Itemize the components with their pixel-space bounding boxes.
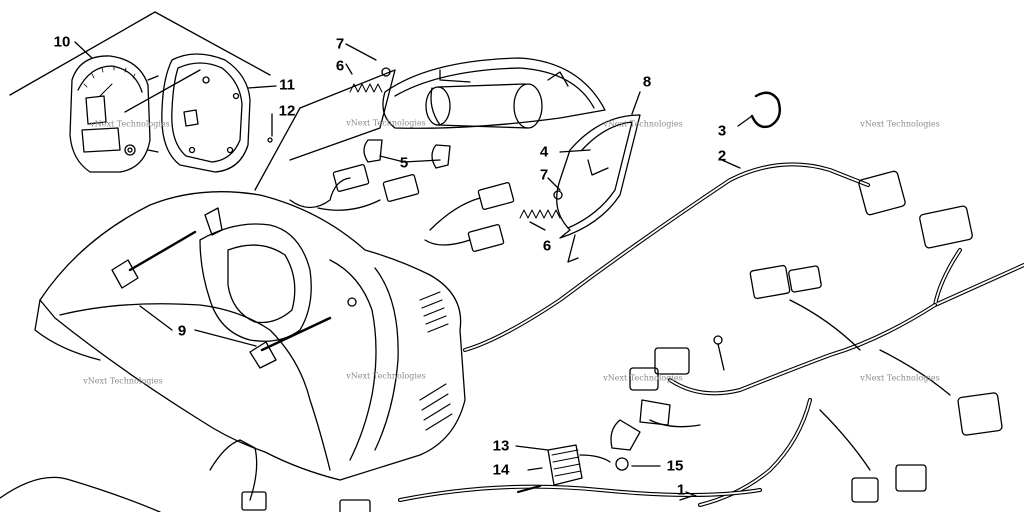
callout-7b: 7 (539, 166, 549, 184)
callout-6: 6 (335, 57, 345, 75)
connector-plug (788, 265, 822, 293)
connector-plug (749, 264, 791, 300)
watermark: vNext Technologies (346, 118, 426, 128)
callout-9: 9 (177, 322, 187, 340)
connector-plug (851, 477, 879, 503)
headlight-lower (556, 114, 641, 239)
callout-13: 13 (492, 437, 510, 455)
connector-plug (654, 347, 690, 375)
watermark: vNext Technologies (860, 373, 940, 383)
bulb-socket (431, 144, 451, 169)
headlight-group (254, 43, 641, 263)
voltage-regulator (547, 444, 583, 486)
connector-plug (629, 367, 659, 391)
callout-2: 2 (717, 147, 727, 165)
speedometer-gauge (69, 55, 151, 173)
callout-6b: 6 (542, 237, 552, 255)
gauge-group (9, 11, 277, 173)
callout-4: 4 (539, 143, 549, 161)
bulb-socket (363, 139, 383, 163)
connector-plug (858, 170, 906, 216)
spring-lower (519, 209, 561, 219)
ring-clip (750, 91, 781, 129)
connector-plug (919, 205, 973, 249)
connector-plug (895, 464, 927, 492)
watermark: vNext Technologies (603, 119, 683, 129)
hood-nacelle (0, 191, 466, 512)
watermark: vNext Technologies (860, 119, 940, 129)
callout-11: 11 (279, 76, 295, 94)
connector-plug (957, 392, 1003, 436)
watermark: vNext Technologies (603, 373, 683, 383)
callout-15: 15 (666, 457, 684, 475)
callout-1: 1 (676, 481, 686, 499)
callout-10: 10 (53, 33, 71, 51)
callout-14: 14 (492, 461, 510, 479)
spring-upper (349, 83, 383, 93)
watermark: vNext Technologies (90, 119, 170, 129)
watermark: vNext Technologies (346, 371, 426, 381)
callout-7: 7 (335, 35, 345, 53)
main-harness (339, 159, 1024, 512)
watermark: vNext Technologies (83, 376, 163, 386)
gauge-housing (161, 53, 251, 173)
callout-5: 5 (399, 154, 409, 172)
callout-12: 12 (278, 102, 296, 120)
callout-3: 3 (717, 122, 727, 140)
headlight-harness (289, 163, 515, 253)
regulator-group (515, 444, 697, 497)
callout-8: 8 (642, 73, 652, 91)
mounting-bolt (516, 484, 542, 494)
headlight-upper (382, 57, 606, 129)
